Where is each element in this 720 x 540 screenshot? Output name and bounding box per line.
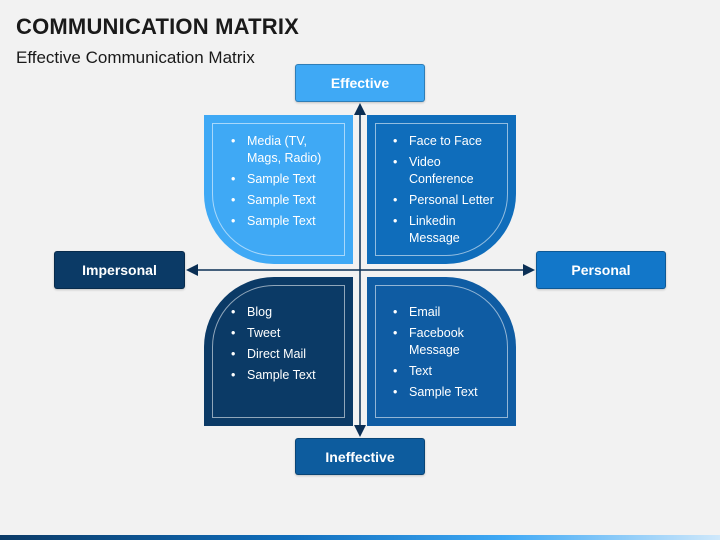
axis-label-effective: Effective	[295, 64, 425, 102]
quadrant-list: Media (TV, Mags, Radio) Sample Text Samp…	[231, 133, 331, 234]
list-item: Media (TV, Mags, Radio)	[231, 133, 331, 167]
quadrant-inner-border	[375, 285, 508, 418]
list-item: Personal Letter	[393, 192, 503, 209]
list-item: Blog	[231, 304, 336, 321]
quadrant-inner-border	[212, 285, 345, 418]
axis-label-impersonal: Impersonal	[54, 251, 185, 289]
footer-gradient-bar	[0, 535, 720, 540]
list-item: Facebook Message	[393, 325, 503, 359]
quadrant-bottom-left: Blog Tweet Direct Mail Sample Text	[204, 277, 353, 426]
page-subtitle: Effective Communication Matrix	[16, 48, 255, 67]
axis-label-personal: Personal	[536, 251, 666, 289]
list-item: Email	[393, 304, 503, 321]
quadrant-top-left: Media (TV, Mags, Radio) Sample Text Samp…	[204, 115, 353, 264]
list-item: Direct Mail	[231, 346, 336, 363]
quadrant-inner-border	[212, 123, 345, 256]
list-item: Sample Text	[231, 192, 331, 209]
page-title: COMMUNICATION MATRIX	[16, 14, 300, 39]
list-item: Tweet	[231, 325, 336, 342]
list-item: Sample Text	[231, 171, 331, 188]
list-item: Sample Text	[231, 367, 336, 384]
quadrant-top-right: Face to Face Video Conference Personal L…	[367, 115, 516, 264]
axis-label-ineffective: Ineffective	[295, 438, 425, 475]
list-item: Sample Text	[393, 384, 503, 401]
quadrant-list: Face to Face Video Conference Personal L…	[393, 133, 503, 251]
quadrant-inner-border	[375, 123, 508, 256]
list-item: Face to Face	[393, 133, 503, 150]
list-item: Video Conference	[393, 154, 503, 188]
quadrant-bottom-right: Email Facebook Message Text Sample Text	[367, 277, 516, 426]
quadrant-list: Blog Tweet Direct Mail Sample Text	[231, 304, 336, 388]
list-item: Sample Text	[231, 213, 331, 230]
list-item: Text	[393, 363, 503, 380]
quadrant-list: Email Facebook Message Text Sample Text	[393, 304, 503, 405]
list-item: Linkedin Message	[393, 213, 503, 247]
